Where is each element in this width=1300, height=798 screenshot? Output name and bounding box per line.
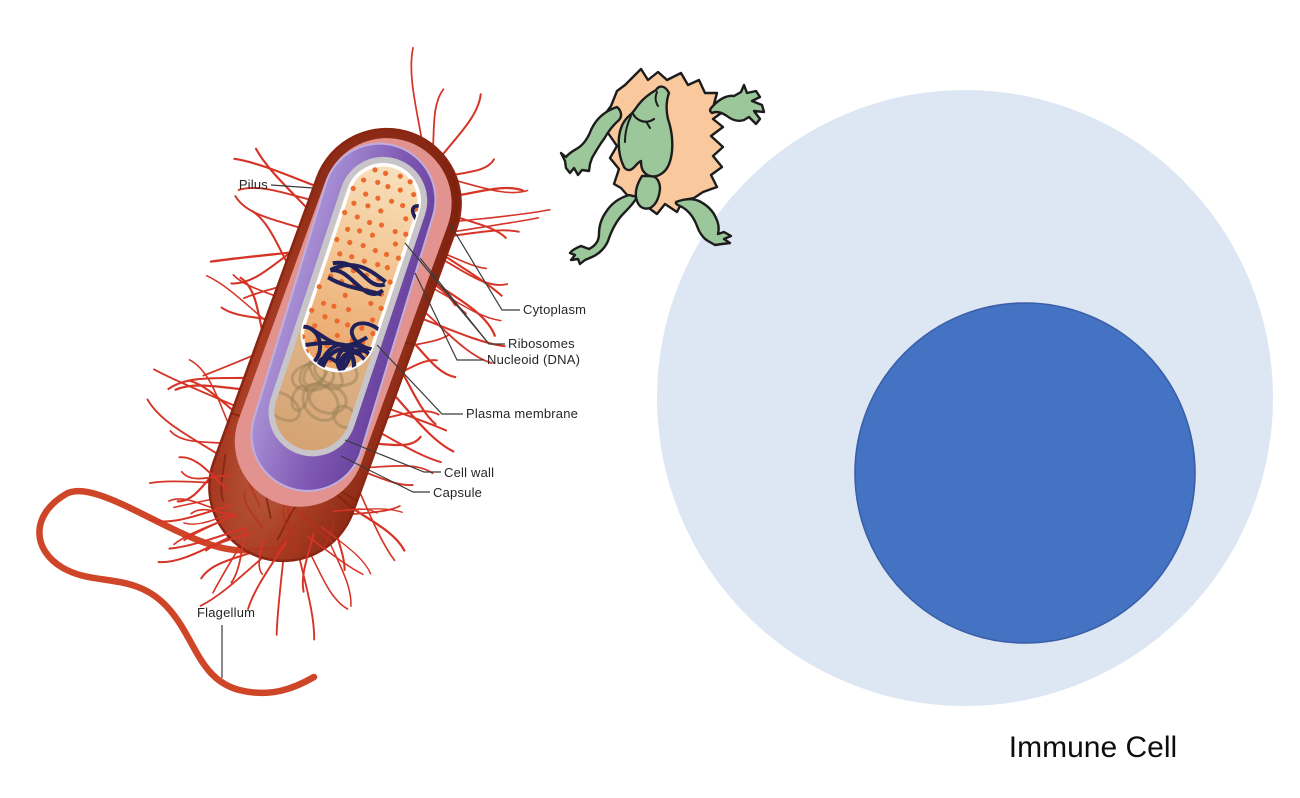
- bacterium-illustration: [146, 47, 551, 641]
- pathogen-ear-line: [654, 91, 659, 107]
- capsule-leader-line: [340, 455, 430, 493]
- pathogen-left-arm: [559, 105, 623, 177]
- label-flagellum: Flagellum: [197, 605, 255, 620]
- leader-lines: [221, 184, 520, 678]
- immune-cell-illustration: Immune Cell: [657, 90, 1273, 764]
- cytoplasm-leader-line: [449, 223, 520, 311]
- pathogen-right-arm: [708, 83, 766, 126]
- label-nucleoid: Nucleoid (DNA): [487, 352, 580, 367]
- ribosomes-leader-line-2: [404, 242, 490, 345]
- pathogen-head: [617, 85, 674, 178]
- pili-front-group: [149, 456, 403, 610]
- pathogen-figure: [559, 67, 766, 266]
- immune-cell-label: Immune Cell: [1009, 731, 1177, 764]
- immune-cell-nucleus: [854, 302, 1196, 644]
- pathogen-left-leg: [568, 193, 639, 266]
- label-plasma-membrane: Plasma membrane: [466, 406, 578, 421]
- label-ribosomes: Ribosomes: [508, 336, 575, 351]
- cell-wall-leader-line: [344, 439, 441, 473]
- label-cytoplasm: Cytoplasm: [523, 302, 586, 317]
- pathogen-eye-lash: [646, 122, 651, 129]
- label-pilus: Pilus: [239, 177, 268, 192]
- flagellum-tail: [36, 487, 318, 697]
- pathogen-nose-line: [624, 115, 632, 143]
- bacterium-labels: Pilus Cytoplasm Ribosomes Nucleoid (DNA)…: [197, 177, 586, 620]
- pathogen-closed-eye: [631, 112, 656, 123]
- label-cell-wall: Cell wall: [444, 465, 494, 480]
- inner-layers: [264, 156, 429, 457]
- label-capsule: Capsule: [433, 485, 482, 500]
- nucleoid-leader-line: [414, 272, 484, 361]
- plasma-membrane-leader-line: [376, 344, 463, 415]
- pilus-leader-line: [270, 184, 314, 189]
- pathogen-right-leg: [674, 198, 733, 247]
- pathogen-chest: [634, 174, 662, 210]
